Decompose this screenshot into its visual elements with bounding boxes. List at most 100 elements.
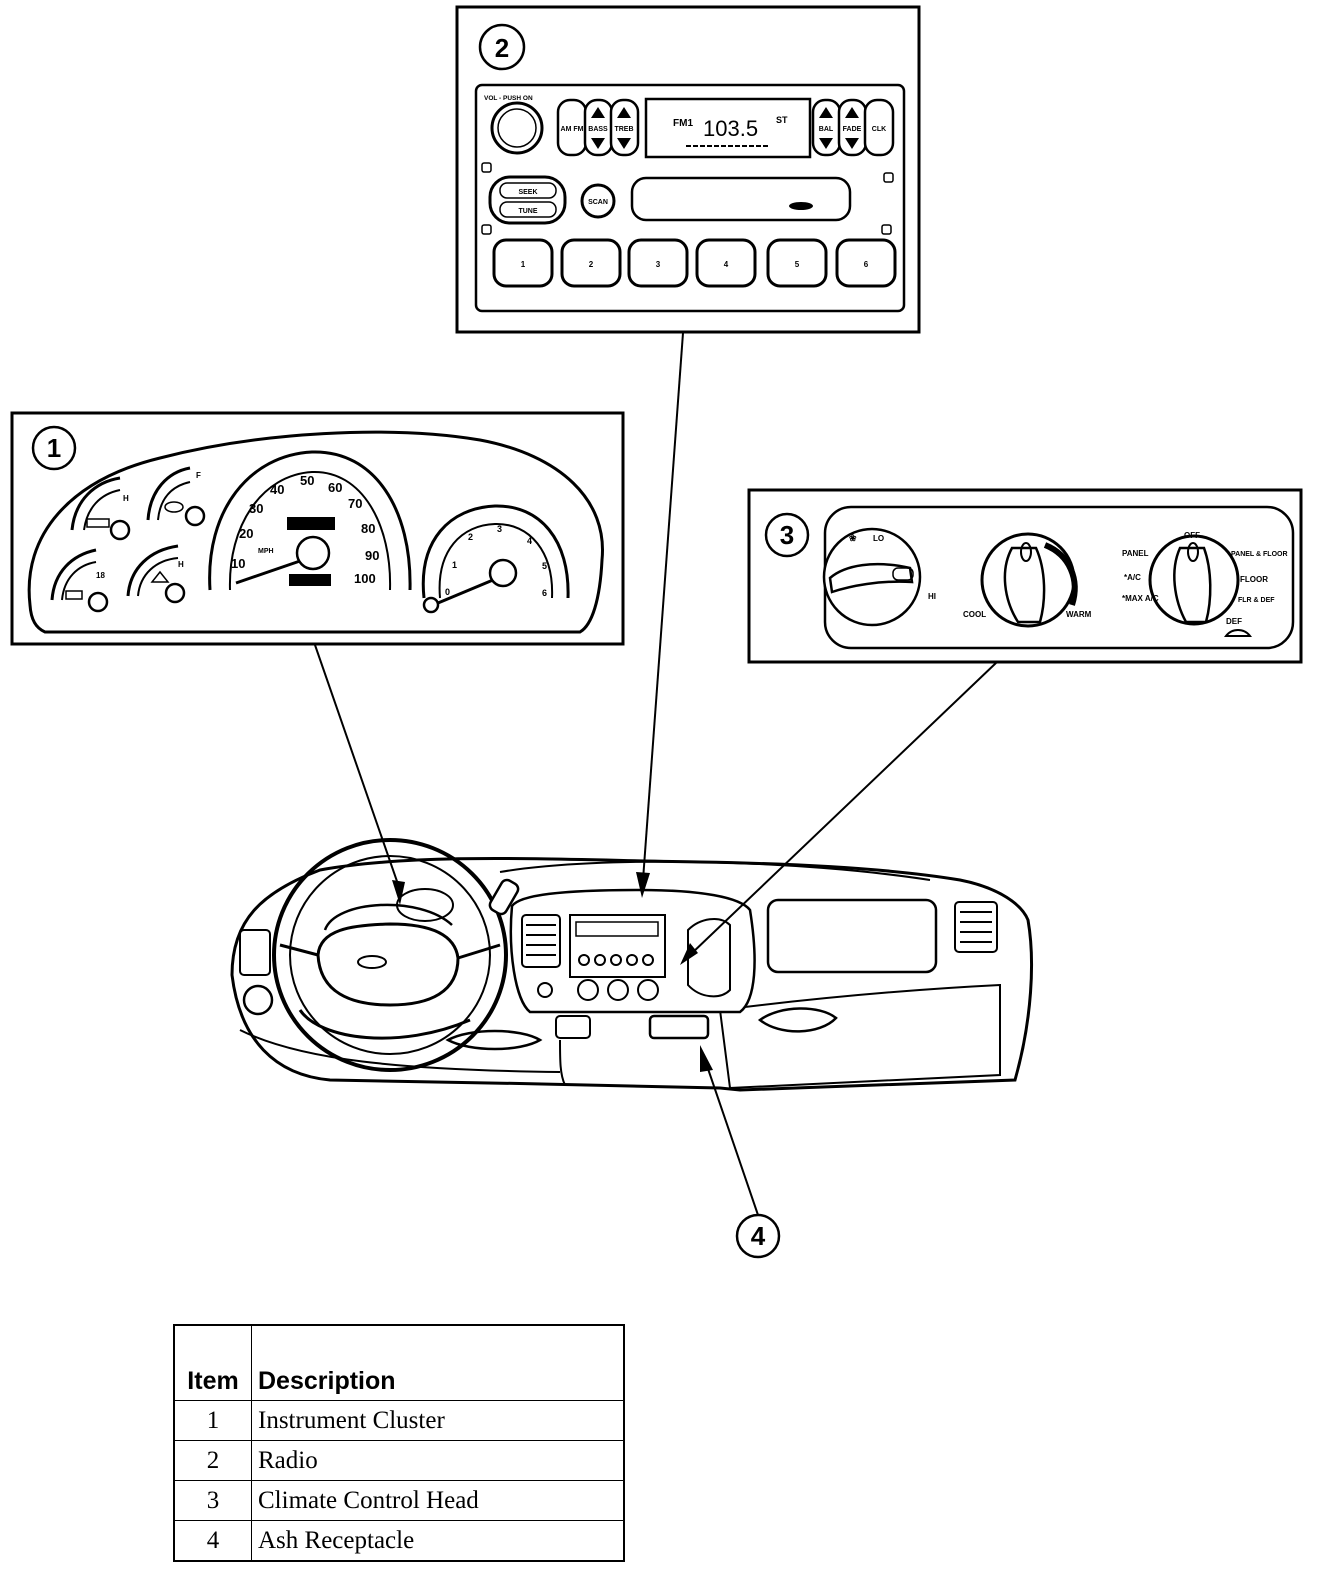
display-frequency: 103.5 xyxy=(703,116,758,141)
preset-5-button[interactable] xyxy=(766,238,828,288)
scan-button[interactable] xyxy=(580,183,616,219)
preset-5-label: 5 xyxy=(795,260,800,269)
table-row: 2 Radio xyxy=(173,1440,625,1481)
callout-1-label: 1 xyxy=(47,433,61,463)
radio-display xyxy=(644,97,812,159)
small-gauges: H F 18 H xyxy=(50,466,206,613)
clk-button[interactable] xyxy=(863,98,895,157)
speed-needle xyxy=(235,559,301,585)
speedometer: 10 20 30 40 50 60 70 80 90 100 MPH xyxy=(208,450,412,591)
treb-label: TREB xyxy=(614,126,633,133)
tach-tick-2: 2 xyxy=(468,532,473,542)
tach-tick-3: 3 xyxy=(497,524,502,534)
cassette-slot[interactable] xyxy=(630,176,852,222)
preset-2-label: 2 xyxy=(589,260,594,269)
preset-4-button[interactable] xyxy=(695,238,757,288)
preset-6-label: 6 xyxy=(864,260,869,269)
seek-button[interactable] xyxy=(499,182,557,199)
speed-tick-100: 100 xyxy=(354,571,376,586)
legend-item-number: 2 xyxy=(173,1440,252,1481)
odometer xyxy=(287,517,335,530)
display-unit: ST xyxy=(776,115,788,125)
cluster-bezel xyxy=(27,430,604,634)
leader-2-arrow xyxy=(636,872,650,898)
callout-2-label: 2 xyxy=(495,33,509,63)
callout-4-circle xyxy=(735,1213,781,1259)
leader-4 xyxy=(704,1059,759,1216)
climate-control-panel: 3 ❀ LO HI COOL WARM PANEL OFF PANEL & FL… xyxy=(747,488,1303,664)
steering-wheel xyxy=(272,838,520,1072)
preset-3-button[interactable] xyxy=(627,238,689,288)
fan-hi-label: HI xyxy=(928,592,936,601)
fade-label: FADE xyxy=(843,126,862,133)
speed-tick-10: 10 xyxy=(231,556,245,571)
display-band: FM1 xyxy=(673,118,693,129)
leader-4-arrow xyxy=(700,1045,713,1072)
mode-off-label: OFF xyxy=(1184,531,1200,540)
temp-warm-label: WARM xyxy=(1066,610,1092,619)
callout-3-circle xyxy=(764,512,810,558)
instrument-cluster-panel: 1 H F 18 H xyxy=(10,411,625,646)
mode-ac-label: *A/C xyxy=(1124,573,1141,582)
speed-tick-80: 80 xyxy=(361,521,375,536)
speed-tick-60: 60 xyxy=(328,480,342,495)
tune-button[interactable] xyxy=(499,201,557,218)
table-row: 3 Climate Control Head xyxy=(173,1480,625,1521)
gauge-4-h: H xyxy=(178,560,184,569)
mode-flr-def-label: FLR & DEF xyxy=(1238,597,1275,604)
gauge-1-h: H xyxy=(123,494,129,503)
leader-3-arrow xyxy=(680,943,698,965)
speed-tick-50: 50 xyxy=(300,473,314,488)
leader-lines xyxy=(314,332,998,1216)
mode-panel-label: PANEL xyxy=(1122,549,1149,558)
preset-1-label: 1 xyxy=(521,260,526,269)
speed-tick-40: 40 xyxy=(270,482,284,497)
temp-cool-label: COOL xyxy=(963,610,986,619)
table-row: 1 Instrument Cluster xyxy=(173,1400,625,1441)
mph-label: MPH xyxy=(258,548,274,555)
tach-tick-5: 5 xyxy=(542,561,547,571)
legend-item-description: Climate Control Head xyxy=(251,1480,625,1521)
speed-tick-30: 30 xyxy=(249,501,263,516)
legend-item-description: Ash Receptacle xyxy=(251,1520,625,1562)
radio-vol-label: VOL - PUSH ON xyxy=(484,95,533,102)
table-row: 4 Ash Receptacle xyxy=(173,1520,625,1562)
tach-tick-6: 6 xyxy=(542,588,547,598)
tach-needle xyxy=(437,578,494,605)
legend-header-description: Description xyxy=(251,1324,625,1401)
leader-3 xyxy=(689,661,998,956)
callout-2-circle xyxy=(478,23,526,71)
callout-4-label: 4 xyxy=(751,1221,766,1251)
mode-panel-floor-label: PANEL & FLOOR xyxy=(1231,551,1288,558)
tach-tick-1: 1 xyxy=(452,560,457,570)
legend-header-item: Item xyxy=(173,1324,252,1401)
airbag-hub xyxy=(316,922,460,1007)
gauge-3-18: 18 xyxy=(96,571,105,580)
tach-tick-0: 0 xyxy=(445,587,450,597)
glove-box xyxy=(766,898,938,974)
eject-icon[interactable] xyxy=(789,202,813,210)
callout-1-circle xyxy=(31,425,77,471)
legend-item-description: Instrument Cluster xyxy=(251,1400,625,1441)
diagram-canvas: 2 VOL - PUSH ON AM FM BASS TREB FM1 103.… xyxy=(10,5,1303,1259)
fan-lo-label: LO xyxy=(873,534,884,543)
defrost-icon xyxy=(1223,629,1253,637)
preset-6-button[interactable] xyxy=(835,238,897,288)
scan-label: SCAN xyxy=(588,199,608,206)
am-fm-label: AM FM xyxy=(561,126,584,133)
radio-right-buttons: BAL FADE CLK xyxy=(811,98,895,157)
preset-4-label: 4 xyxy=(724,260,729,269)
preset-2-button[interactable] xyxy=(560,238,622,288)
legend-header-row: Item Description xyxy=(173,1324,625,1401)
gauge-2-f: F xyxy=(196,471,201,480)
volume-knob[interactable] xyxy=(490,101,544,155)
preset-1-button[interactable] xyxy=(492,238,554,288)
dashboard-illustration xyxy=(230,838,1034,1092)
seek-label: SEEK xyxy=(518,189,537,196)
leader-2 xyxy=(642,332,684,881)
legend-item-number: 4 xyxy=(173,1520,252,1562)
mode-floor-label: FLOOR xyxy=(1240,575,1268,584)
bal-label: BAL xyxy=(819,126,834,133)
treb-button[interactable] xyxy=(609,98,640,157)
speed-tick-90: 90 xyxy=(365,548,379,563)
